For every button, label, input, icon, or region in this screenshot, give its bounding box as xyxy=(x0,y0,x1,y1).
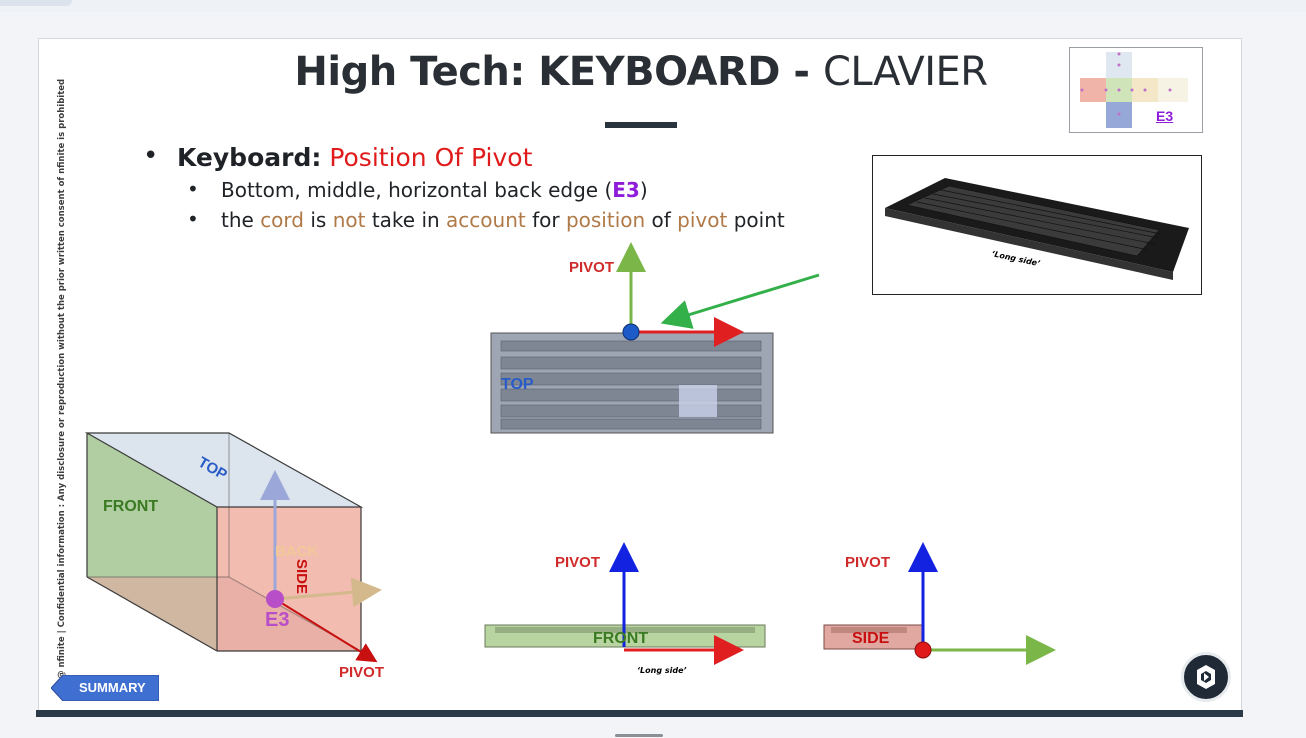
product-photo: ‘Long side’ xyxy=(872,155,1202,295)
diagram-canvas: PIVOT TOP FRONT TOP xyxy=(84,242,1056,681)
title-divider xyxy=(605,122,677,128)
top-bar xyxy=(0,0,1306,12)
front-view-face-label: FRONT xyxy=(593,630,648,647)
bullet-main: Keyboard: Position Of Pivot xyxy=(143,141,785,172)
front-view-pivot-label: PIVOT xyxy=(555,554,600,571)
bottom-bar xyxy=(36,710,1243,717)
bullet-list: Keyboard: Position Of Pivot Bottom, midd… xyxy=(143,141,785,232)
page-title: High Tech: KEYBOARD - CLAVIER xyxy=(39,49,1243,95)
bullet-sub-1: Bottom, middle, horizontal back edge (E3… xyxy=(143,177,785,202)
box-point-label: E3 xyxy=(265,609,289,631)
bullet-sub-2: the cord is not take in account for posi… xyxy=(143,207,785,232)
slide: @ nfinite | Confidential information : A… xyxy=(38,38,1242,712)
side-view-face-label: SIDE xyxy=(852,630,890,647)
side-view-keyboard xyxy=(823,624,925,650)
orientation-box xyxy=(84,432,382,663)
top-view-pivot-label: PIVOT xyxy=(569,259,614,276)
top-tab[interactable] xyxy=(0,0,72,6)
keyboard-photo-icon: ‘Long side’ xyxy=(885,178,1189,280)
side-view-pivot-label: PIVOT xyxy=(845,554,890,571)
thumbnail-label[interactable]: E3 xyxy=(1156,108,1174,124)
scroll-handle[interactable] xyxy=(615,734,663,737)
title-bold: High Tech: KEYBOARD - xyxy=(294,49,823,95)
cube-net-thumbnail: E3 xyxy=(1069,47,1203,133)
title-light: CLAVIER xyxy=(822,49,988,95)
box-back-label: BACK xyxy=(275,543,318,560)
logo-icon xyxy=(1197,665,1215,689)
box-front-label: FRONT xyxy=(103,498,158,515)
cube-net-icon xyxy=(1080,52,1188,128)
top-view-face-label: TOP xyxy=(501,376,534,393)
box-side-label: SIDE xyxy=(293,559,310,594)
front-view-caption: ‘Long side’ xyxy=(637,666,687,675)
top-view-keyboard xyxy=(490,332,774,434)
box-pivot-label: PIVOT xyxy=(339,664,384,681)
summary-button[interactable]: SUMMARY xyxy=(51,675,159,701)
nfinite-logo-button[interactable] xyxy=(1181,652,1231,702)
arrow-left-icon xyxy=(51,675,159,701)
